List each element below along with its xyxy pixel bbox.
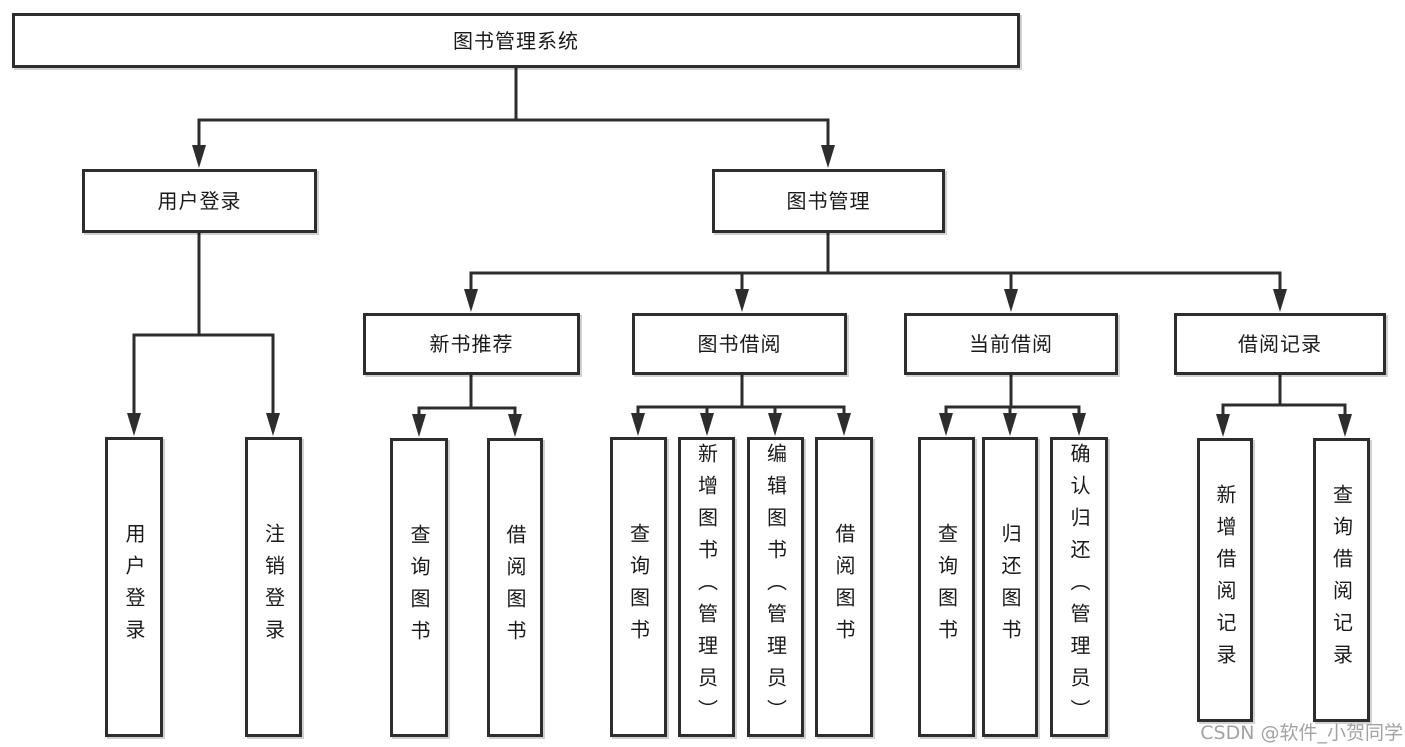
- node-current-borrowing: 当前借阅: [904, 313, 1118, 375]
- leaf-query-books-borrowing-label: 查询图书: [626, 523, 651, 651]
- node-book-management: 图书管理: [712, 169, 945, 233]
- connector-root-to-level2: [197, 66, 830, 152]
- node-borrow-records: 借阅记录: [1174, 313, 1386, 375]
- leaf-logout-login-label: 注销登录: [261, 523, 286, 651]
- node-book-management-label: 图书管理: [786, 189, 871, 213]
- node-current-borrowing-label: 当前借阅: [969, 332, 1053, 356]
- node-book-borrowing-label: 图书借阅: [697, 332, 782, 356]
- node-library-management-system-label: 图书管理系统: [453, 28, 579, 53]
- node-user-login: 用户登录: [82, 169, 317, 233]
- leaf-confirm-return-admin: 确认归还（管理员）: [1050, 437, 1108, 737]
- leaf-query-books-current: 查询图书: [918, 437, 975, 737]
- node-borrow-records-label: 借阅记录: [1238, 332, 1322, 356]
- connector-book-borrowing-children: [636, 373, 846, 422]
- watermark: CSDN @软件_小贺同学: [1200, 722, 1403, 744]
- leaf-borrow-books-recommend-label: 借阅图书: [503, 523, 527, 652]
- leaf-add-books-admin: 新增图书（管理员）: [678, 437, 735, 737]
- connector-borrow-records-children: [1221, 373, 1347, 422]
- leaf-query-borrow-record-label: 查询借阅记录: [1329, 484, 1354, 676]
- leaf-user-login: 用户登录: [105, 437, 163, 737]
- leaf-confirm-return-admin-label: 确认归还（管理员）: [1067, 443, 1091, 731]
- leaf-edit-books-admin-label: 编辑图书（管理员）: [763, 443, 788, 731]
- node-new-book-recommendation-label: 新书推荐: [429, 332, 514, 356]
- connector-new-book-children: [417, 373, 517, 422]
- leaf-add-borrow-record: 新增借阅记录: [1197, 438, 1253, 722]
- node-user-login-label: 用户登录: [157, 189, 242, 213]
- node-new-book-recommendation: 新书推荐: [363, 313, 580, 375]
- leaf-borrow-books-recommend: 借阅图书: [487, 438, 543, 737]
- leaf-logout-login: 注销登录: [245, 437, 302, 737]
- leaf-query-books-borrowing: 查询图书: [610, 437, 667, 737]
- leaf-borrow-books-borrowing: 借阅图书: [815, 437, 873, 737]
- leaf-user-login-label: 用户登录: [122, 523, 146, 651]
- leaf-query-books-current-label: 查询图书: [934, 523, 959, 651]
- leaf-query-borrow-record: 查询借阅记录: [1313, 438, 1370, 722]
- leaf-add-borrow-record-label: 新增借阅记录: [1213, 484, 1237, 676]
- leaf-borrow-books-borrowing-label: 借阅图书: [832, 523, 856, 651]
- leaf-query-books-recommend: 查询图书: [390, 438, 448, 737]
- connector-user-login-children: [132, 231, 275, 420]
- connector-book-management-children: [469, 231, 1282, 297]
- leaf-query-books-recommend-label: 查询图书: [407, 523, 431, 652]
- node-book-borrowing: 图书借阅: [632, 313, 847, 375]
- leaf-return-books: 归还图书: [982, 437, 1038, 737]
- leaf-edit-books-admin: 编辑图书（管理员）: [747, 437, 804, 737]
- leaf-return-books-label: 归还图书: [998, 523, 1022, 651]
- arrowheads: [127, 145, 1352, 437]
- node-library-management-system: 图书管理系统: [12, 13, 1020, 68]
- leaf-add-books-admin-label: 新增图书（管理员）: [694, 443, 719, 731]
